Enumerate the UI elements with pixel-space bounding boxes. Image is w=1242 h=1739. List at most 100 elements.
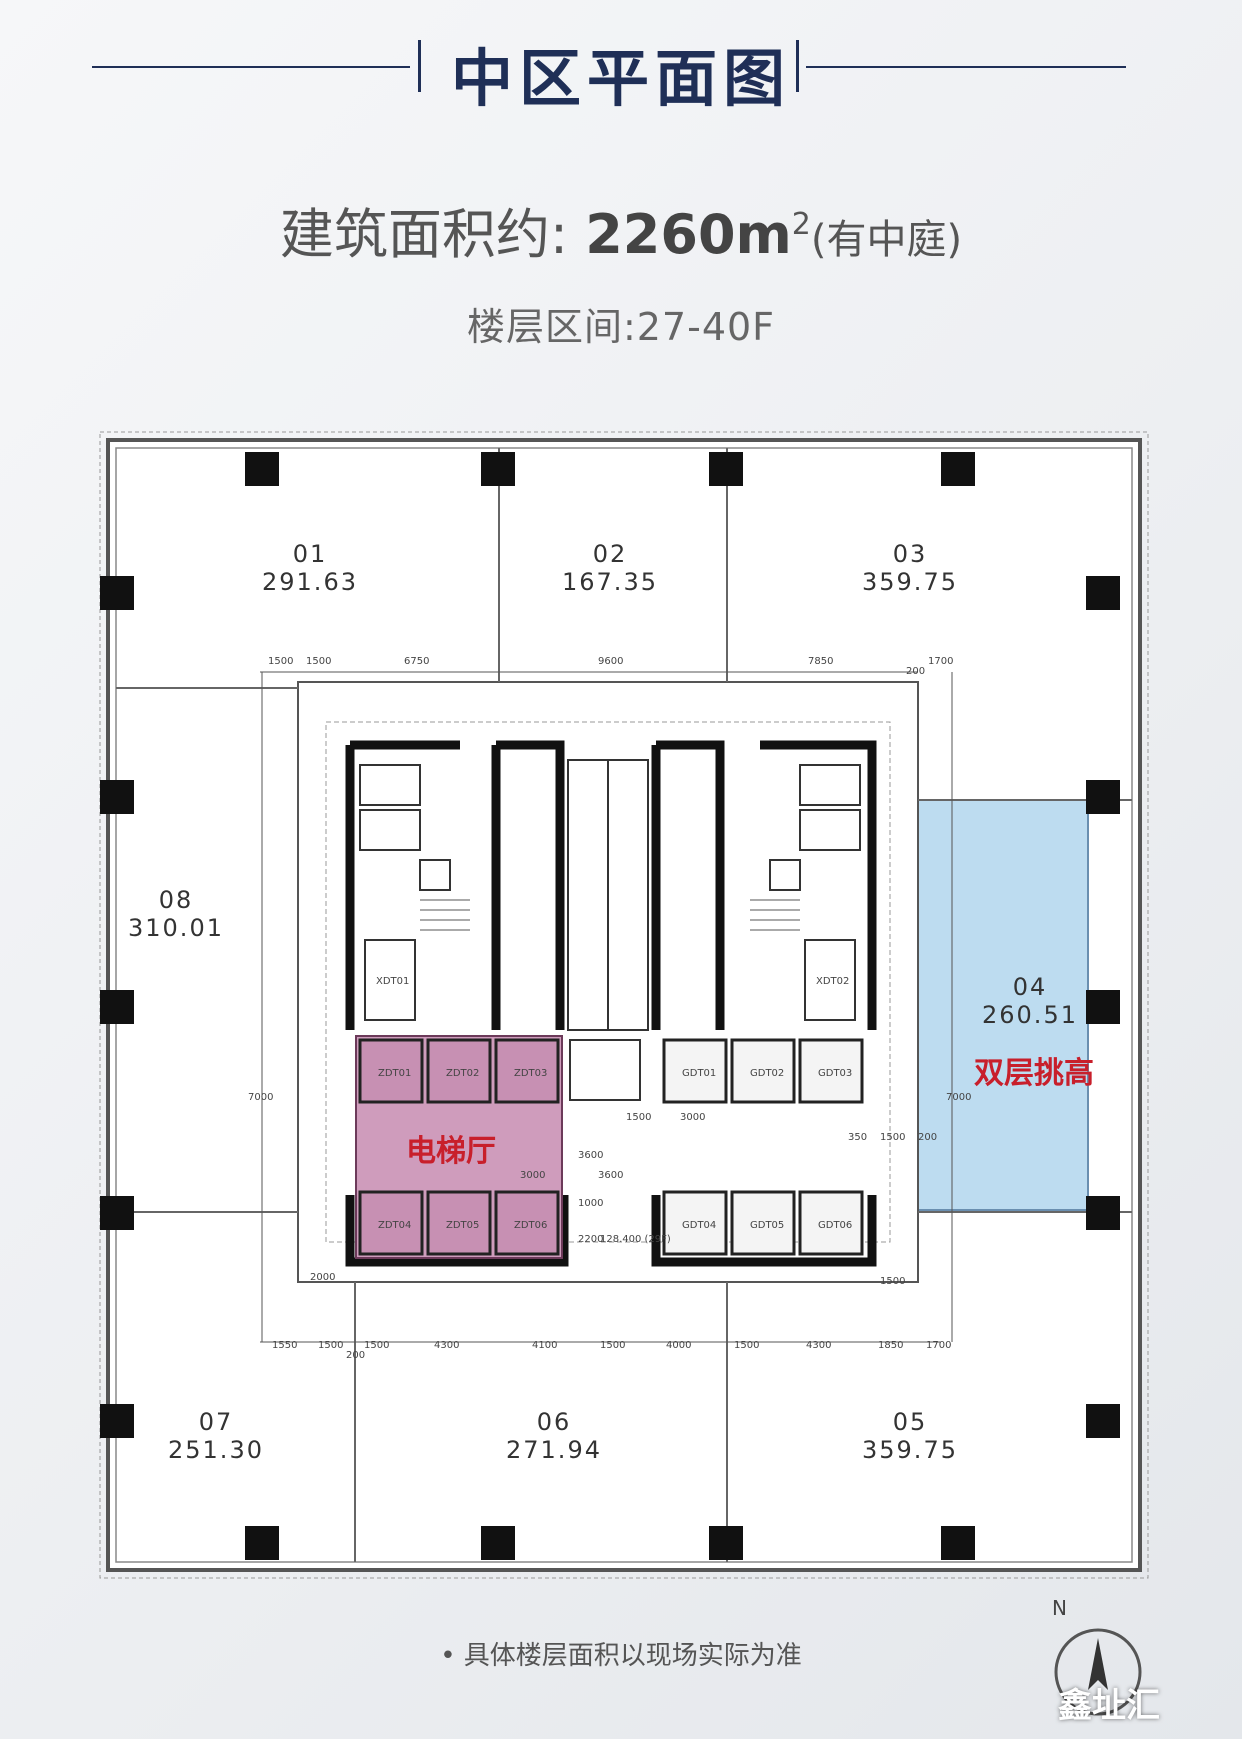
dimension-label: 7000 — [248, 1092, 274, 1103]
dimension-label: 1500 — [318, 1340, 344, 1351]
dimension-label: 1700 — [926, 1340, 952, 1351]
unit-number: 07 — [198, 1408, 234, 1436]
dimension-label: 1500 — [600, 1340, 626, 1351]
dimension-label: 4300 — [806, 1340, 832, 1351]
unit-area: 251.30 — [168, 1436, 264, 1464]
dimension-lines — [260, 671, 953, 1343]
watermark: 鑫址汇 — [1058, 1686, 1160, 1726]
elevator-label: ZDT02 — [446, 1068, 480, 1079]
north-label: N — [1052, 1596, 1067, 1620]
elevator-label: ZDT03 — [514, 1068, 548, 1079]
dimension-label: 4000 — [666, 1340, 692, 1351]
unit-number: 06 — [536, 1408, 572, 1436]
fire-elevator-label: XDT01 — [376, 976, 410, 987]
dimension-label: 1500 — [880, 1276, 906, 1287]
area-value: 2260m — [585, 203, 792, 266]
dimension-label: 1550 — [272, 1340, 298, 1351]
elevator-label: GDT02 — [750, 1068, 785, 1079]
header-line-right — [806, 66, 1126, 68]
unit-06: 06 271.94 — [474, 1408, 634, 1464]
dimension-label: 1500 — [306, 656, 332, 667]
dimension-label: 1500 — [880, 1132, 906, 1143]
unit-area: 167.35 — [562, 568, 658, 596]
elevator-label: GDT01 — [682, 1068, 717, 1079]
unit-07: 07 251.30 — [136, 1408, 296, 1464]
unit-area: 359.75 — [862, 568, 958, 596]
elevator-label: GDT06 — [818, 1220, 853, 1231]
core-thin-walls — [359, 759, 861, 1101]
dimension-label: 200 — [918, 1132, 938, 1143]
elevator-label: ZDT05 — [446, 1220, 480, 1231]
double-height-label: 双层挑高 — [974, 1056, 1094, 1091]
unit-05: 05 359.75 — [830, 1408, 990, 1464]
dimension-label: 6750 — [404, 656, 430, 667]
dimension-label: 3000 — [520, 1170, 546, 1181]
dimension-label: 1000 — [578, 1198, 604, 1209]
unit-08: 08 310.01 — [96, 886, 256, 942]
elevator-label: GDT04 — [682, 1220, 717, 1231]
unit-area: 271.94 — [506, 1436, 602, 1464]
elevator-label: ZDT06 — [514, 1220, 548, 1231]
unit-01: 01 291.63 — [230, 540, 390, 596]
page-title: 中区平面图 — [450, 42, 791, 115]
area-label: 建筑面积约: — [279, 203, 586, 266]
unit-area: 359.75 — [862, 1436, 958, 1464]
area-line: 建筑面积约: 2260m2(有中庭) — [0, 190, 1242, 269]
elevator-label: ZDT04 — [378, 1220, 412, 1231]
unit-number: 05 — [892, 1408, 928, 1436]
fire-elevator-label: XDT02 — [816, 976, 850, 987]
double-height-zone — [913, 799, 1089, 1211]
unit-02: 02 167.35 — [530, 540, 690, 596]
dimension-label: 2200 — [578, 1234, 604, 1245]
dimension-label: 7850 — [808, 656, 834, 667]
unit-03: 03 359.75 — [830, 540, 990, 596]
dimension-label: 1500 — [734, 1340, 760, 1351]
dimension-label: 2000 — [310, 1272, 336, 1283]
columns — [100, 452, 1120, 1560]
header-line-left — [92, 66, 410, 68]
dimension-label: 200 — [906, 666, 926, 677]
stairs — [420, 899, 800, 931]
dimension-label: 3600 — [578, 1150, 604, 1161]
elevator-label: GDT03 — [818, 1068, 853, 1079]
dimension-label: 1500 — [268, 656, 294, 667]
left-elevators — [358, 1038, 560, 1256]
dimension-label: 200 — [346, 1350, 366, 1361]
area-superscript: 2 — [791, 207, 811, 242]
dimension-label: 4100 — [532, 1340, 558, 1351]
header-bar-left — [418, 40, 421, 92]
dimension-label: 1500 — [364, 1340, 390, 1351]
dimension-label: 350 — [848, 1132, 868, 1143]
corridor-inner-dash — [325, 721, 891, 1243]
area-note: (有中庭) — [810, 217, 963, 263]
dimension-label: 9600 — [598, 656, 624, 667]
dimension-label: 4300 — [434, 1340, 460, 1351]
elevator-label: GDT05 — [750, 1220, 785, 1231]
unit-number: 01 — [292, 540, 328, 568]
floor-range: 楼层区间:27-40F — [466, 305, 776, 349]
elevator-lobby-label: 电梯厅 — [406, 1134, 496, 1169]
unit-04: 04 260.51 — [950, 973, 1110, 1029]
unit-number: 04 — [1012, 973, 1048, 1001]
dimension-label: 1700 — [928, 656, 954, 667]
unit-number: 08 — [158, 886, 194, 914]
footnote: • 具体楼层面积以现场实际为准 — [440, 1641, 802, 1671]
unit-area: 291.63 — [262, 568, 358, 596]
unit-area: 260.51 — [982, 1001, 1078, 1029]
dimension-label: 7000 — [946, 1092, 972, 1103]
unit-number: 02 — [592, 540, 628, 568]
header-bar-right — [796, 40, 799, 92]
unit-area: 310.01 — [128, 914, 224, 942]
unit-number: 03 — [892, 540, 928, 568]
compass-icon — [1054, 1628, 1142, 1716]
dimension-label: 3000 — [680, 1112, 706, 1123]
right-elevators — [662, 1038, 864, 1256]
dimension-label: 1850 — [878, 1340, 904, 1351]
dimension-label: 1500 — [626, 1112, 652, 1123]
elevator-label: ZDT01 — [378, 1068, 412, 1079]
shell-dash — [99, 431, 1149, 1579]
elevation-note: 128.400 (29F) — [600, 1234, 671, 1245]
core-walls — [345, 740, 877, 1267]
dimension-label: 3600 — [598, 1170, 624, 1181]
